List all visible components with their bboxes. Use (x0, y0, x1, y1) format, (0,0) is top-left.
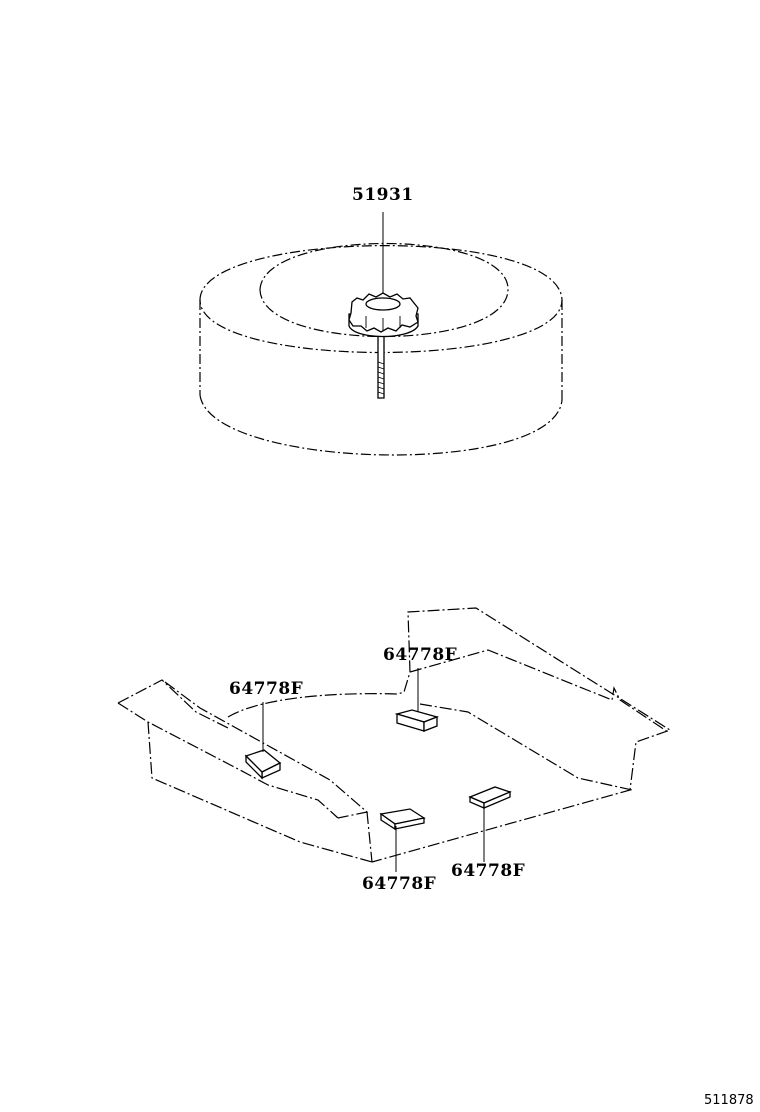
floor-left-flange (118, 703, 338, 818)
trunk-floor (118, 608, 670, 862)
floor-left-wall (148, 722, 372, 862)
floor-inner-edge (165, 682, 367, 818)
floor-outer-edge (118, 680, 228, 728)
spare-tire (200, 244, 562, 455)
tire-inner-rim (260, 244, 508, 337)
floor-front-crease (367, 812, 372, 862)
pad-upper-left (246, 750, 280, 778)
bolt-thread (378, 362, 384, 394)
part-label-pad-lower-right: 64778F (451, 861, 526, 881)
pad-upper-right (397, 710, 437, 731)
clamp-bolt (349, 293, 418, 398)
floor-rear-edge (410, 650, 668, 732)
part-label-pad-upper-left: 64778F (229, 679, 304, 699)
diagram-id: 511878 (704, 1093, 754, 1108)
clamp-knob-hub (366, 298, 400, 310)
part-label-pad-upper-right: 64778F (383, 645, 458, 665)
floor-well-inner (420, 704, 632, 790)
pad-lower-left (381, 809, 424, 829)
pad-lower-right (470, 787, 510, 808)
part-label-51931: 51931 (352, 185, 414, 205)
part-label-pad-lower-left: 64778F (362, 874, 437, 894)
floor-well-edge (228, 608, 670, 862)
tire-bottom-outline (200, 395, 562, 455)
